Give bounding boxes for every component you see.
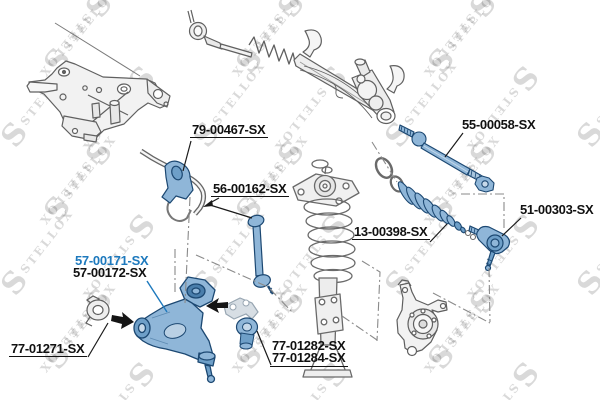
mounting-arrows bbox=[111, 298, 228, 329]
stabilizer-link-drawing bbox=[247, 214, 275, 295]
part-label-stabilizer-link[interactable]: 56-00162-SX bbox=[211, 182, 290, 197]
part-label-rear-bushing-a[interactable]: 77-01282-SX bbox=[272, 338, 346, 353]
inner-tie-rod-drawing bbox=[398, 124, 495, 193]
label-leader-lines bbox=[87, 132, 522, 366]
part-label-inner-tie-rod[interactable]: 55-00058-SX bbox=[462, 117, 536, 132]
leader-77-0128x bbox=[256, 330, 272, 366]
steering-knuckle-drawing bbox=[396, 279, 448, 357]
steering-boot-drawing bbox=[397, 181, 477, 241]
assembly-guide-lines bbox=[174, 141, 505, 342]
part-label-steering-boot[interactable]: 13-00398-SX bbox=[352, 225, 431, 240]
arrow-right-icon bbox=[111, 312, 134, 329]
leader-57-blue bbox=[146, 280, 168, 313]
part-label-front-bushing[interactable]: 77-01271-SX bbox=[9, 342, 88, 357]
part-label-rear-bushing-b[interactable]: 77-01284-SX bbox=[272, 350, 346, 365]
rear-bushing-bracket-drawing bbox=[223, 297, 259, 350]
part-label-tie-rod-end[interactable]: 51-00303-SX bbox=[520, 202, 594, 217]
stabilizer-bar-drawing bbox=[139, 148, 207, 222]
front-bushing-drawing bbox=[85, 295, 110, 327]
arrow-left-icon bbox=[206, 298, 228, 313]
part-label-stabilizer-bushing[interactable]: 79-00467-SX bbox=[190, 123, 269, 138]
leader-55-00058 bbox=[444, 132, 464, 158]
leader-77-01271 bbox=[87, 322, 109, 358]
stabilizer-bushing-clamp-drawing bbox=[161, 160, 194, 204]
leader-79-00467 bbox=[182, 140, 192, 172]
part-label-rear-bushing-group: 77-01282-SX 77-01284-SX bbox=[270, 338, 349, 367]
leader-51-00303 bbox=[501, 217, 522, 237]
control-arm-drawing bbox=[133, 276, 216, 384]
steering-rack-drawing bbox=[187, 9, 405, 125]
strut-assembly-drawing bbox=[292, 159, 360, 378]
leader-56-00162-b bbox=[209, 204, 253, 219]
tie-rod-end-drawing bbox=[468, 225, 511, 272]
leader-13-00398 bbox=[429, 223, 448, 243]
subframe-drawing bbox=[26, 22, 171, 143]
part-label-control-arm-selected[interactable]: 57-00171-SX bbox=[75, 253, 149, 268]
leader-56-arrowhead bbox=[203, 200, 213, 207]
part-label-control-arm-alt[interactable]: 57-00172-SX bbox=[73, 265, 147, 280]
